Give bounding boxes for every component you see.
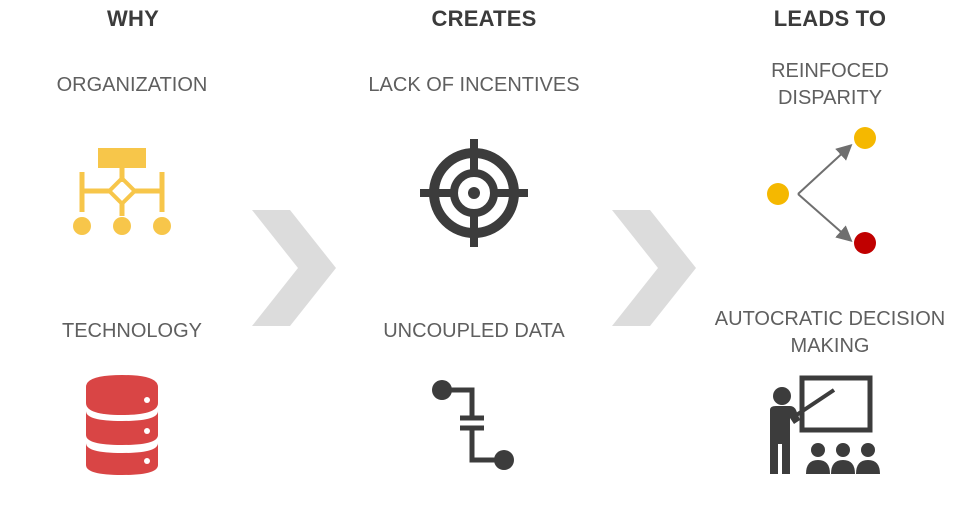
label-uncoupled-data: UNCOUPLED DATA <box>383 320 565 342</box>
chevron-arrow-1 <box>252 210 336 326</box>
header-creates: CREATES <box>431 6 537 31</box>
label-lack-of-incentives: LACK OF INCENTIVES <box>368 74 580 96</box>
label-line: DISPARITY <box>777 87 883 109</box>
header-why: WHY <box>107 6 159 31</box>
chevron-arrow-2 <box>612 210 696 326</box>
label-reinforced-disparity: REINFOCED DISPARITY <box>730 58 930 112</box>
diverging-dots-icon <box>767 127 876 254</box>
label-line: MAKING <box>790 335 870 357</box>
label-line: REINFOCED <box>771 60 889 82</box>
label-technology: TECHNOLOGY <box>61 320 203 342</box>
database-icon <box>86 375 158 475</box>
label-line: AUTOCRATIC DECISION <box>714 308 946 330</box>
label-organization: ORGANIZATION <box>56 74 208 96</box>
presenter-icon <box>770 375 880 474</box>
org-chart-icon <box>73 148 171 235</box>
target-icon <box>420 139 528 247</box>
label-autocratic-decision-making: AUTOCRATIC DECISION MAKING <box>690 306 970 360</box>
header-leads-to: LEADS TO <box>773 6 887 31</box>
uncoupled-data-icon <box>432 380 514 470</box>
